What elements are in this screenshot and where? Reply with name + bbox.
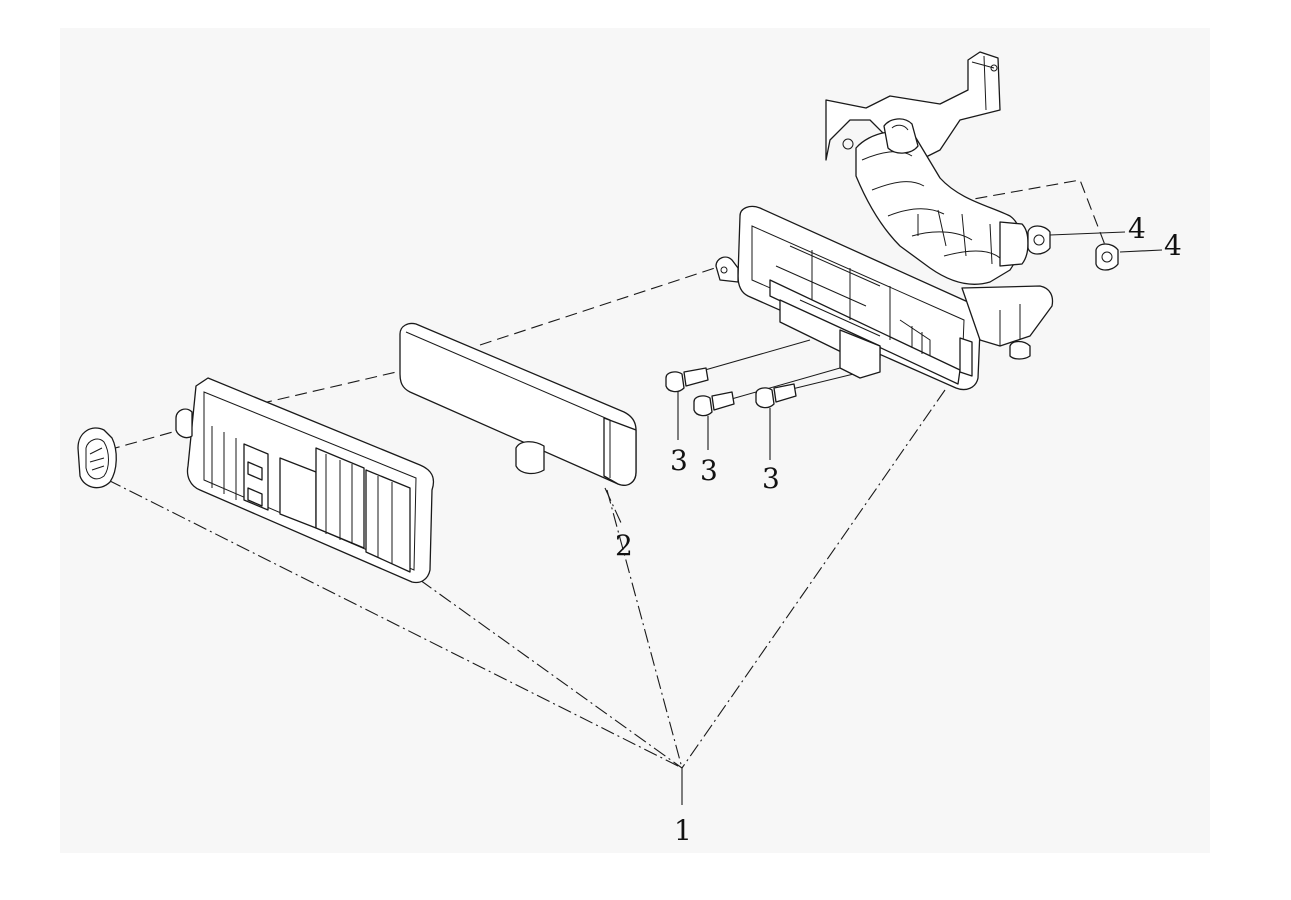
leader-4a [1049,231,1126,236]
callout-2: 2 [615,529,633,562]
bolts [665,367,797,417]
callout-4a: 4 [1128,212,1146,245]
bolt-c [755,383,797,409]
axis-filter-housing [479,267,716,346]
leader-2 [604,487,623,526]
callout-3c: 3 [762,462,780,495]
leader-1-housing [681,389,946,769]
bolt-axis-b [727,367,841,401]
callout-labels: 1 2 3 3 3 4 4 [615,212,1182,847]
nut-b [1095,243,1119,271]
bolt-a [665,367,709,393]
filter-element [399,322,637,486]
callout-3b: 3 [700,454,718,487]
leader-1-cap [107,479,683,769]
nut-a [1027,225,1051,255]
bolt-b [693,391,735,417]
air-box-housing [715,205,1054,391]
reference-lines [107,179,1163,805]
callout-3a: 3 [670,444,688,477]
air-box-cover [175,377,435,584]
grommet-cap [77,427,117,489]
bolt-axis-a [697,339,811,373]
nuts [1027,225,1119,271]
callout-4b: 4 [1164,229,1182,262]
intake-hose-and-bracket [825,51,1029,285]
axis-cap-cover [107,429,181,451]
leader-4b [1119,249,1163,253]
callout-1: 1 [674,814,692,847]
axis-nut-4b [939,179,1106,246]
leader-1-cover [419,579,683,769]
